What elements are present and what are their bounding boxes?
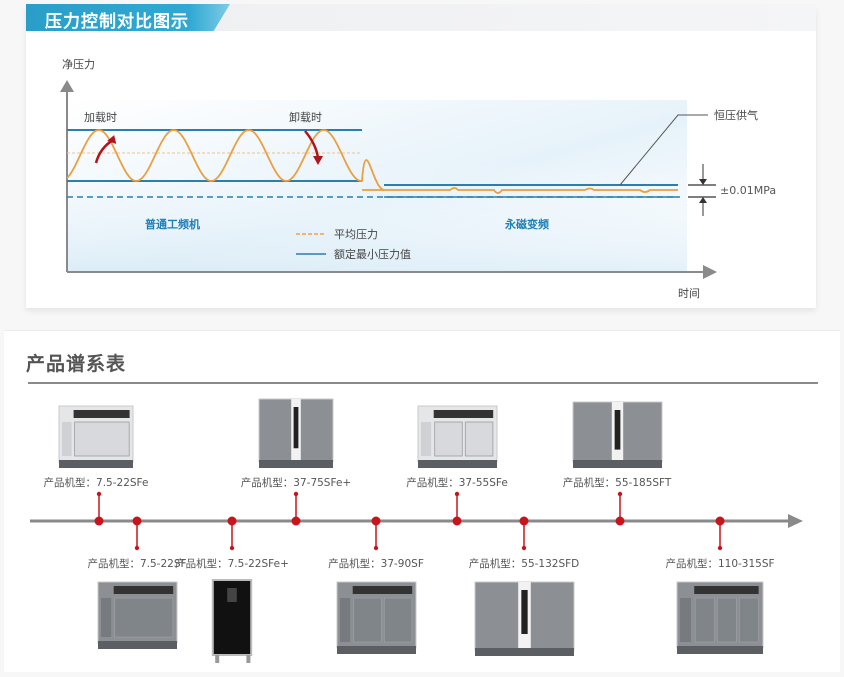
x-axis-label: 时间: [678, 287, 700, 300]
product-image-bottom-3: [334, 578, 419, 660]
y-axis-arrow-icon: [60, 80, 74, 92]
product-model-label: 产品机型：7.5-22SFe+: [175, 558, 289, 570]
machine-door-panel: [739, 597, 759, 643]
tolerance-label: ±0.01MPa: [720, 184, 776, 197]
unloading-arrow-head-icon: [313, 156, 323, 165]
machine-leg: [246, 655, 251, 663]
machine-door-panel: [352, 597, 382, 643]
machine-base: [417, 460, 497, 468]
product-model-label: 产品机型：55-185SFT: [562, 477, 672, 489]
product-image-bottom-2: [202, 578, 262, 667]
product-section-title: 产品谱系表: [26, 353, 127, 375]
machine-side-vent: [100, 598, 111, 637]
pressure-curve-fluctuating: [66, 129, 385, 191]
product-model-label: 产品机型：7.5-22SF: [87, 558, 187, 570]
section-divider: [28, 382, 818, 384]
tolerance-arrow-up-icon: [699, 197, 707, 203]
section-header-tab: [26, 4, 230, 31]
unloading-arrow: [304, 130, 320, 159]
constant-supply-label: 恒压供气: [714, 108, 758, 122]
machine-base: [59, 460, 133, 468]
loading-label: 加载时: [84, 111, 117, 124]
product-model-label: 产品机型：37-55SFe: [406, 477, 508, 489]
machine-door-panel: [694, 597, 715, 643]
pressure-diagram: 净压力 时间 加载时 卸载时 恒压供气: [60, 57, 776, 300]
machine-display: [227, 588, 237, 602]
constant-supply-callout-line: [619, 114, 708, 186]
machine-control-bar: [113, 586, 173, 594]
machine-control-bar: [433, 410, 493, 418]
pressure-curve-constant: [362, 187, 678, 194]
legend-label-average: 平均压力: [334, 228, 378, 241]
unloading-label: 卸载时: [289, 110, 322, 124]
product-model-label: 产品机型：7.5-22SFe: [43, 477, 149, 489]
machine-base: [97, 641, 177, 649]
tolerance-arrow-down-icon: [699, 179, 707, 185]
machine-door-panel: [433, 421, 463, 457]
region-label-fixed-speed: 普通工频机: [145, 217, 200, 231]
machine-display: [614, 410, 620, 450]
machine-leg: [215, 655, 220, 663]
product-image-top-3: [415, 402, 500, 474]
machine-control-bar: [73, 410, 130, 418]
product-model-label: 产品机型：37-90SF: [328, 558, 424, 570]
machine-control-bar: [694, 586, 759, 594]
machine-side-vent: [62, 422, 72, 456]
product-image-bottom-1: [95, 578, 180, 655]
product-image-top-1: [56, 402, 136, 474]
product-image-top-2: [256, 395, 336, 474]
machine-display: [520, 590, 528, 634]
product-image-top-4: [570, 398, 665, 474]
machine-side-vent: [339, 598, 350, 642]
pressure-section-title: 压力控制对比图示: [45, 12, 189, 32]
machine-side-vent: [420, 422, 431, 456]
machine-base: [259, 460, 333, 468]
machine-base: [572, 460, 662, 468]
machine-door-panel: [113, 597, 173, 638]
product-image-bottom-4: [472, 578, 577, 662]
machine-door-panel: [716, 597, 737, 643]
machine-base: [336, 646, 416, 654]
product-model-label: 产品机型：37-75SFe+: [240, 477, 352, 489]
loading-arrow-head-icon: [107, 135, 117, 144]
product-model-label: 产品机型：110-315SF: [665, 558, 775, 570]
machine-door-panel: [74, 421, 130, 457]
region-label-pm-vsd: 永磁变频: [504, 217, 549, 231]
product-image-bottom-5: [674, 578, 766, 660]
chart-background-lower: [67, 160, 687, 272]
machine-control-bar: [352, 586, 412, 594]
legend-label-minimum: 额定最小压力值: [334, 247, 411, 261]
machine-display: [293, 407, 299, 449]
machine-door-panel: [383, 597, 412, 643]
x-axis-arrow-icon: [703, 265, 717, 279]
machine-base: [474, 648, 574, 656]
product-model-label: 产品机型：55-132SFD: [468, 558, 580, 570]
machine-base: [677, 646, 763, 654]
machine-side-vent: [680, 598, 692, 642]
machine-door-panel: [464, 421, 493, 457]
y-axis-label: 净压力: [62, 57, 95, 71]
